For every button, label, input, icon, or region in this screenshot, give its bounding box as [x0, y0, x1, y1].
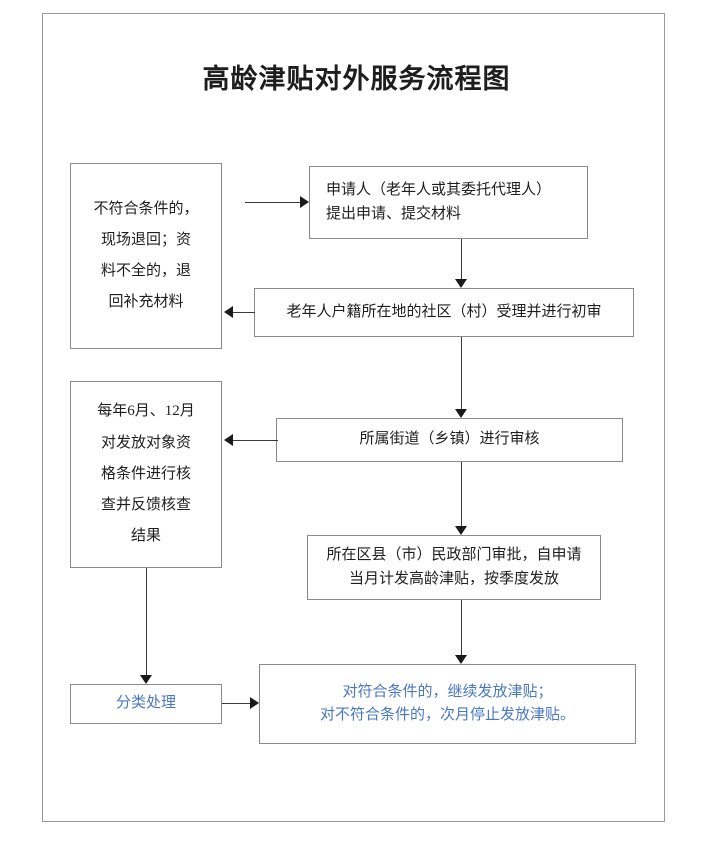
- arrowhead-street-to-approve: [455, 526, 467, 535]
- node-classify-line-1: 分类处理: [115, 695, 176, 712]
- arrowhead-community-to-street: [455, 409, 467, 418]
- connector-community-to-reject: [233, 312, 255, 313]
- node-annual-line-1: 每年6月、12月: [97, 403, 195, 420]
- connector-reject-to-apply: [245, 202, 300, 203]
- arrowhead-annual-to-classify: [140, 675, 152, 684]
- arrowhead-street-to-annual: [224, 434, 233, 446]
- node-annual-line-5: 结果: [130, 528, 161, 545]
- node-annual-line-3: 格条件进行核: [100, 465, 191, 482]
- node-reject-line-1: 不符合条件的，: [93, 200, 199, 217]
- node-civil-affairs-approval[interactable]: 所在区县（市）民政部门审批，自申请 当月计发高龄津贴，按季度发放: [307, 535, 601, 600]
- node-handling-result[interactable]: 对符合条件的，继续发放津贴； 对不符合条件的，次月停止发放津贴。: [259, 664, 636, 744]
- node-community-review[interactable]: 老年人户籍所在地的社区（村）受理并进行初审: [254, 288, 634, 337]
- arrowhead-community-to-reject: [224, 306, 233, 318]
- node-reject-line-3: 料不全的，退: [100, 263, 191, 279]
- connector-street-to-annual: [233, 440, 278, 441]
- connector-apply-to-community: [461, 239, 462, 279]
- connector-annual-to-classify: [146, 568, 147, 675]
- connector-community-to-street: [461, 337, 462, 409]
- arrowhead-reject-to-apply: [300, 196, 309, 208]
- node-applicant-submit[interactable]: 申请人（老年人或其委托代理人） 提出申请、提交材料: [309, 166, 588, 239]
- node-annual-line-4: 查并反馈核查: [100, 497, 191, 514]
- connector-approve-to-result: [461, 600, 462, 655]
- connector-street-to-approve: [461, 462, 462, 526]
- node-classified-handling[interactable]: 分类处理: [70, 684, 222, 724]
- arrowhead-approve-to-result: [455, 655, 467, 664]
- node-street-line-1: 所属街道（乡镇）进行审核: [359, 431, 540, 448]
- page-title: 高龄津贴对外服务流程图: [202, 64, 511, 95]
- node-annual-line-2: 对发放对象资: [100, 434, 191, 451]
- node-result-line-1: 对符合条件的，继续发放津贴；: [342, 683, 553, 700]
- arrowhead-apply-to-community: [455, 279, 467, 288]
- arrowhead-classify-to-result: [250, 697, 259, 709]
- node-result-line-2: 对不符合条件的，次月停止发放津贴。: [319, 707, 575, 723]
- node-street-audit[interactable]: 所属街道（乡镇）进行审核: [276, 418, 623, 462]
- node-reject-notice[interactable]: 不符合条件的， 现场退回；资 料不全的，退 回补充材料: [70, 163, 222, 349]
- node-annual-verification[interactable]: 每年6月、12月 对发放对象资 格条件进行核 查并反馈核查 结果: [70, 381, 222, 568]
- node-apply-line-2: 提出申请、提交材料: [326, 205, 462, 222]
- node-apply-line-1: 申请人（老年人或其委托代理人）: [326, 182, 552, 199]
- page-border: [42, 13, 665, 822]
- node-approve-line-1: 所在区县（市）民政部门审批，自申请: [326, 547, 582, 564]
- node-approve-line-2: 当月计发高龄津贴，按季度发放: [348, 570, 559, 587]
- connector-classify-to-result: [222, 703, 250, 704]
- node-community-line-1: 老年人户籍所在地的社区（村）受理并进行初审: [286, 303, 602, 320]
- node-reject-line-2: 现场退回；资: [100, 231, 191, 248]
- node-reject-line-4: 回补充材料: [108, 294, 184, 311]
